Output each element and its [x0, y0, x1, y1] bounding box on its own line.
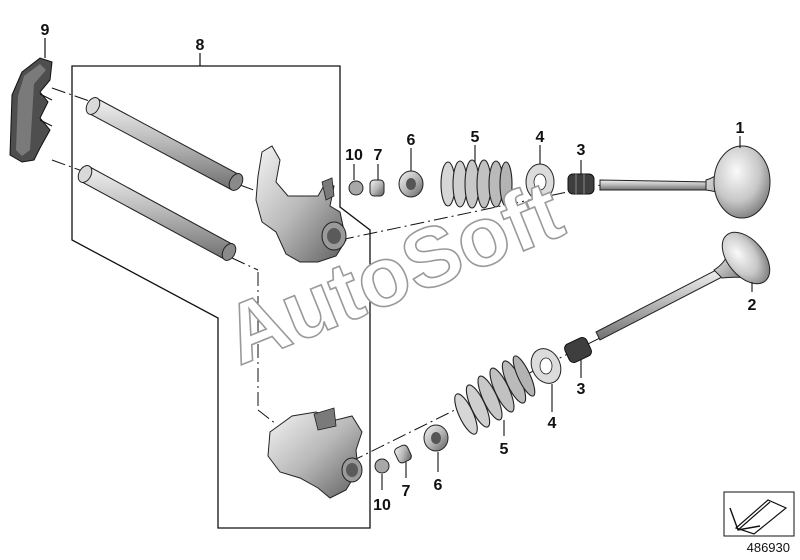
callout-1: 1 — [736, 120, 745, 137]
callout-5-upper: 5 — [471, 129, 480, 146]
valve-spring-part-5-lower — [454, 355, 536, 435]
callout-6-upper: 6 — [407, 132, 416, 149]
leader-lines — [353, 136, 753, 490]
callout-3-upper: 3 — [577, 142, 586, 159]
spring-retainer-part-6-upper — [398, 170, 424, 198]
callout-2: 2 — [748, 297, 757, 314]
collet-part-7-lower — [394, 444, 412, 464]
callout-10-lower: 10 — [373, 497, 391, 514]
diagram-part-number: 486930 — [747, 540, 790, 555]
callout-7-upper: 7 — [374, 147, 383, 164]
callout-8: 8 — [196, 37, 205, 54]
nav-icon-box — [723, 491, 795, 537]
callout-4-upper: 4 — [536, 129, 545, 146]
rocker-arm-upper — [255, 145, 347, 263]
callout-4-lower: 4 — [548, 415, 557, 432]
guide-rail-part-9 — [9, 57, 53, 163]
keeper-part-10-upper — [348, 180, 364, 196]
callout-7-lower: 7 — [402, 483, 411, 500]
spring-seat-part-4-upper — [525, 163, 555, 201]
spring-seat-part-4-lower — [530, 348, 562, 384]
callout-6-lower: 6 — [434, 477, 443, 494]
valve-spring-part-5-upper — [440, 159, 513, 209]
callout-5-lower: 5 — [500, 441, 509, 458]
rocker-shaft-upper — [85, 97, 244, 191]
rocker-shaft-lower — [77, 165, 237, 261]
arrow-down-left-icon — [729, 499, 788, 535]
exhaust-valve-part-2 — [595, 231, 771, 341]
intake-valve-part-1 — [599, 145, 771, 219]
group-bracket-8 — [71, 65, 371, 529]
callout-3-lower: 3 — [577, 381, 586, 398]
valve-stem-seal-part-3-lower — [564, 337, 592, 363]
spring-retainer-part-6-lower — [423, 424, 449, 452]
callout-10-upper: 10 — [345, 147, 363, 164]
keeper-part-10-lower — [374, 458, 390, 474]
valve-stem-seal-part-3-upper — [567, 173, 595, 195]
collet-part-7-upper — [369, 179, 385, 197]
callout-9: 9 — [41, 22, 50, 39]
rocker-arm-lower — [267, 407, 363, 499]
